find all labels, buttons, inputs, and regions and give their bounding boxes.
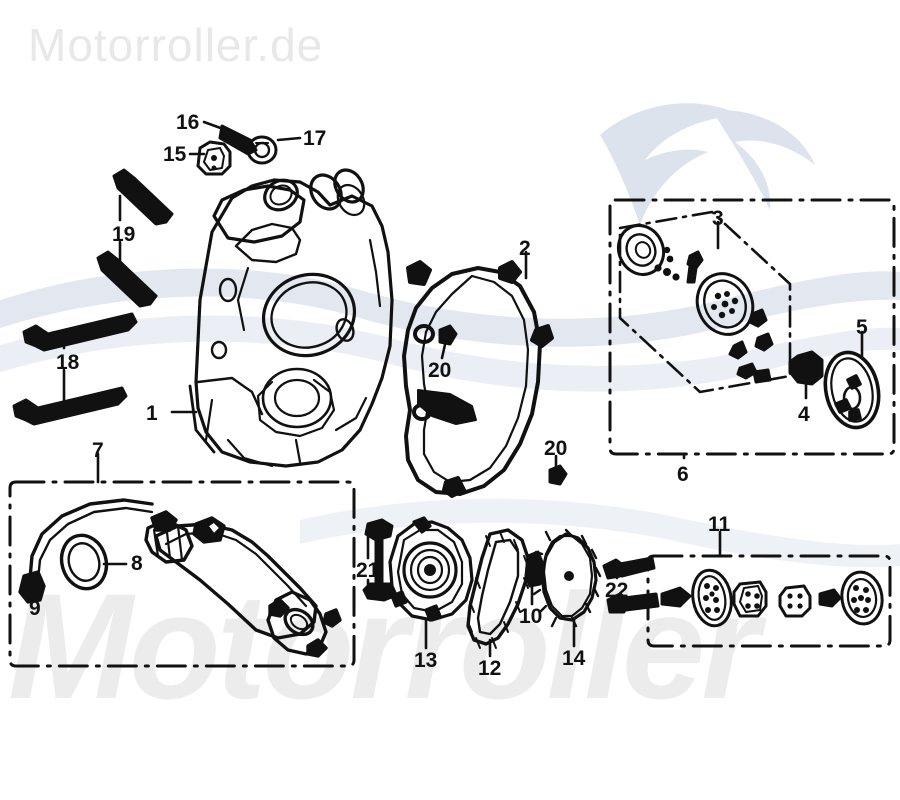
part-pump-body-13	[388, 516, 474, 622]
callout-21[interactable]: 21	[356, 559, 380, 582]
group-box-7	[8, 480, 356, 668]
part-pump-parts-11	[660, 568, 884, 628]
callout-7[interactable]: 7	[92, 439, 104, 462]
part-starter-cable-9	[18, 498, 154, 604]
callout-19[interactable]: 19	[112, 223, 136, 246]
callout-9[interactable]: 9	[29, 597, 41, 620]
callout-20a[interactable]: 20	[428, 359, 452, 382]
callout-1[interactable]: 1	[146, 402, 158, 425]
part-long-bolt-18	[12, 312, 138, 426]
part-oil-pump-plug-4	[788, 350, 824, 386]
callout-2[interactable]: 2	[519, 237, 531, 260]
callout-18[interactable]: 18	[56, 351, 80, 374]
callout-10[interactable]: 10	[519, 605, 543, 628]
callout-17[interactable]: 17	[303, 127, 327, 150]
part-crankcase-right-half	[188, 168, 394, 468]
group-box-3	[618, 210, 792, 394]
callout-12[interactable]: 12	[478, 657, 502, 680]
callout-16[interactable]: 16	[176, 111, 200, 134]
leader-lines	[32, 120, 864, 658]
group-box-11	[646, 554, 892, 648]
callout-15[interactable]: 15	[163, 143, 187, 166]
part-gasket-2	[402, 260, 554, 498]
watermark-top-text: Motorroller.de	[28, 19, 324, 71]
part-dowel-pin-10	[524, 550, 544, 588]
callout-4[interactable]: 4	[798, 403, 810, 426]
part-oil-pump-cover-5	[823, 350, 881, 430]
part-oil-pump-inner-3	[616, 224, 774, 384]
part-screw-21	[362, 518, 396, 602]
part-chain-12	[466, 528, 530, 649]
callout-8[interactable]: 8	[131, 552, 143, 575]
part-bushing-15	[196, 140, 232, 176]
callout-13[interactable]: 13	[414, 649, 438, 672]
callout-3[interactable]: 3	[712, 207, 724, 230]
callout-22[interactable]: 22	[605, 579, 629, 602]
callout-11[interactable]: 11	[708, 513, 731, 536]
callout-20b[interactable]: 20	[544, 437, 568, 460]
part-bearing-collar-17	[246, 135, 278, 165]
part-starter-motor-7	[144, 510, 342, 658]
part-short-bolt-19	[96, 168, 174, 308]
part-locating-dowel-20a	[438, 324, 458, 346]
callout-14[interactable]: 14	[562, 647, 586, 670]
callout-6[interactable]: 6	[677, 463, 689, 486]
part-locating-dowel-20b	[548, 464, 568, 486]
callout-5[interactable]: 5	[856, 316, 868, 339]
part-o-ring-8	[59, 533, 109, 591]
